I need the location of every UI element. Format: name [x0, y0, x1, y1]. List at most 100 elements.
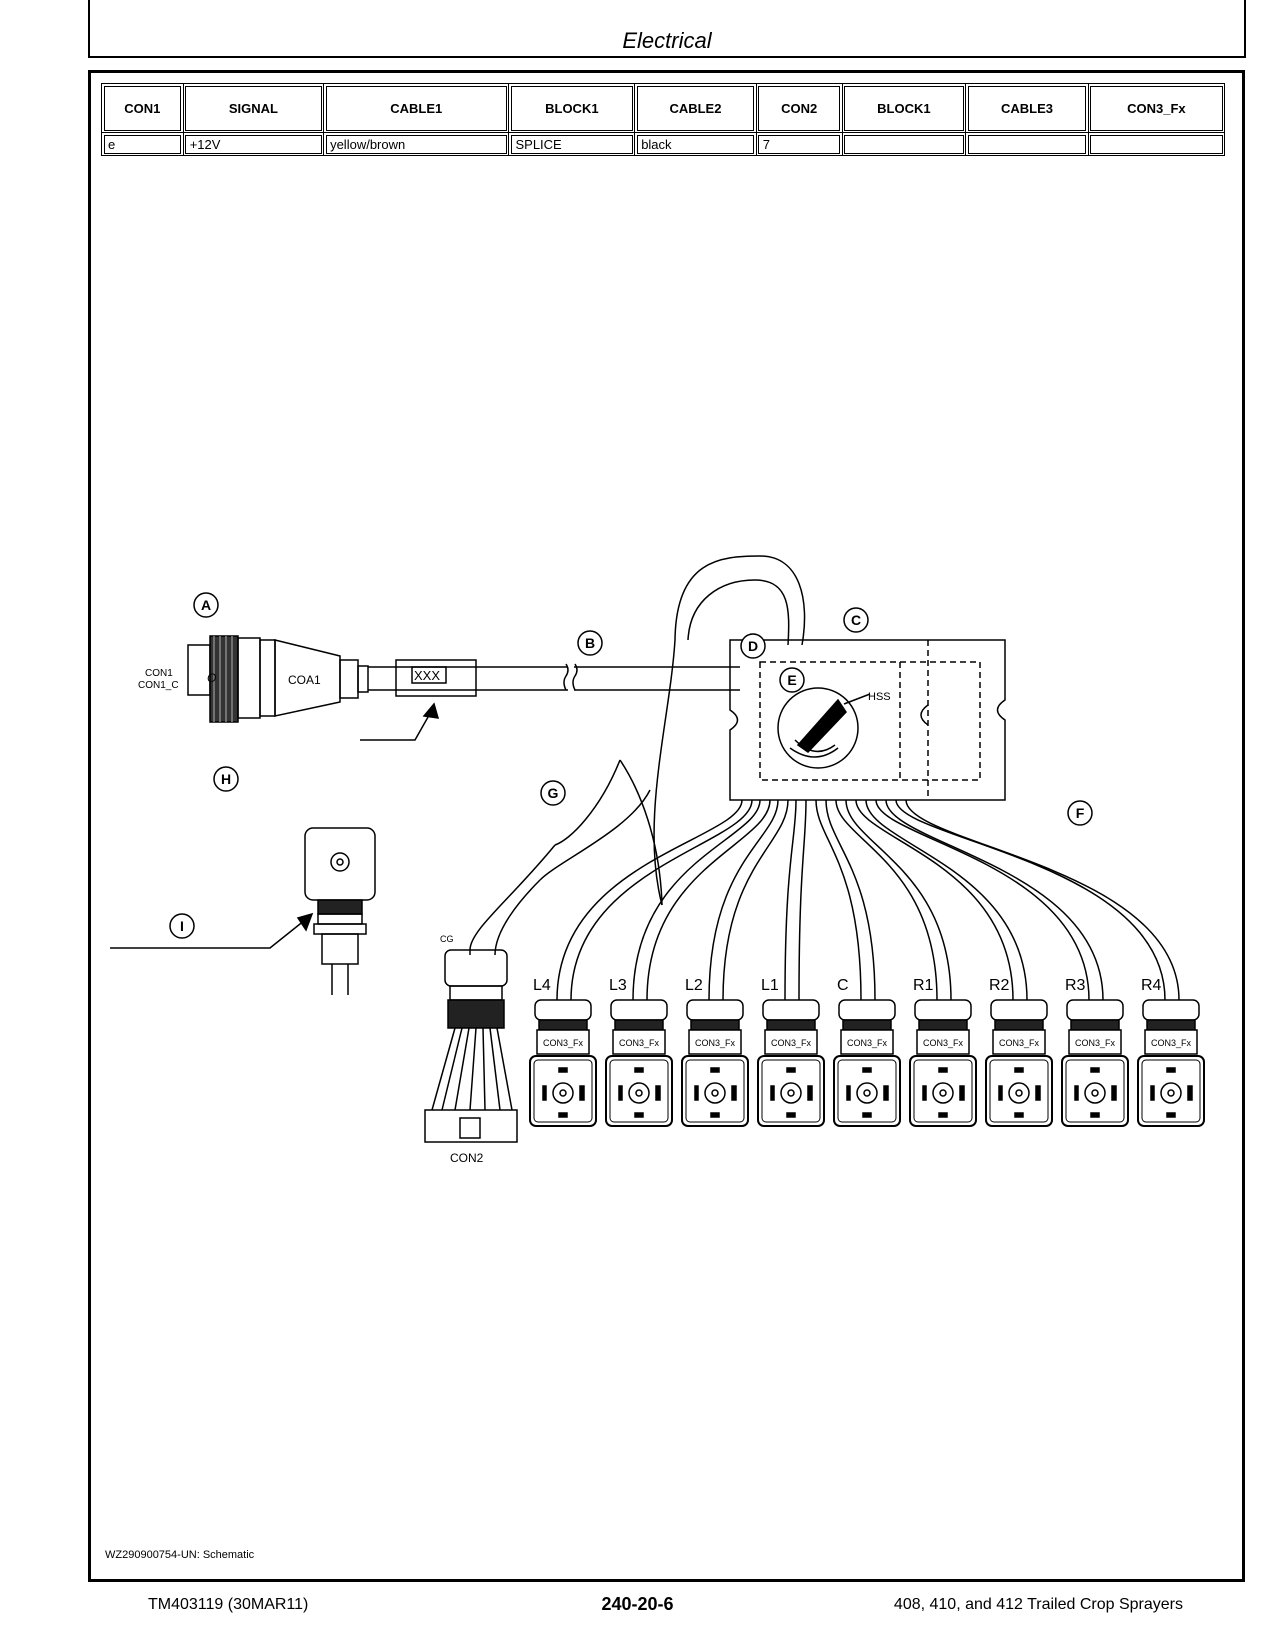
- outlet-plug-inner: [685, 1059, 745, 1123]
- outlet-thread: [1146, 1019, 1196, 1031]
- callout-i: I: [169, 913, 195, 939]
- outlet-label: R4: [1141, 977, 1162, 994]
- con3-label: CON3_Fx: [771, 1038, 812, 1048]
- outlet-nut: [1066, 999, 1124, 1021]
- outlet-pin-right: [655, 1085, 661, 1101]
- outlet-plug-inner: [1065, 1059, 1125, 1123]
- cg-label: CG: [440, 934, 454, 944]
- outlet-plug: [681, 1055, 749, 1127]
- page-header: Electrical: [88, 0, 1246, 58]
- outlet-cable: [825, 799, 876, 1001]
- outlet-pin-ring: [780, 1082, 802, 1104]
- outlet-cable: [646, 799, 771, 1001]
- outlet-cable: [865, 799, 1028, 1001]
- outlet-thread: [994, 1019, 1044, 1031]
- callout-f: F: [1067, 800, 1093, 826]
- outlet-cable: [784, 799, 797, 1001]
- outlet-plug: [985, 1055, 1053, 1127]
- con1-connector: [187, 635, 369, 723]
- outlet-label-plate: [536, 1029, 590, 1055]
- table-cell: [841, 132, 967, 156]
- outlet-pin: [1015, 1089, 1023, 1097]
- outlet-plug-inner: [913, 1059, 973, 1123]
- outlet-cable: [885, 799, 1104, 1001]
- detail-leader-line: [110, 919, 306, 949]
- main-cable: [368, 659, 740, 697]
- table-header-row: CON1 SIGNAL CABLE1 BLOCK1 CABLE2 CON2 BL…: [101, 83, 1226, 133]
- outlet-plug-inner: [837, 1059, 897, 1123]
- outlet-pin-left: [694, 1085, 699, 1101]
- callout-letter: G: [548, 785, 559, 801]
- callout-letter: D: [748, 638, 758, 654]
- outlet-pin-right: [579, 1085, 585, 1101]
- outlet-pin: [559, 1089, 567, 1097]
- outlet-pin: [863, 1089, 871, 1097]
- outlet-plug: [757, 1055, 825, 1127]
- outlet-nut: [1142, 999, 1200, 1021]
- outlet-label-plate: [840, 1029, 894, 1055]
- outlet-label-plate: [1144, 1029, 1198, 1055]
- outlet-cable: [875, 799, 1090, 1001]
- con2-connector: [424, 949, 518, 1143]
- outlet-group: CON3_FxL4CON3_FxL3CON3_FxL2CON3_FxL1CON3…: [529, 799, 1205, 1127]
- callout-e: E: [779, 667, 805, 693]
- outlet-plug: [605, 1055, 673, 1127]
- outlet-label: R3: [1065, 977, 1086, 994]
- outlet-r4: CON3_Fx R4: [895, 799, 1205, 1127]
- outlet-pin-left: [846, 1085, 851, 1101]
- outlet-cable: [895, 799, 1166, 1001]
- outlet-nut: [534, 999, 592, 1021]
- outlet-thread: [766, 1019, 816, 1031]
- tag-arrow: [422, 702, 440, 719]
- outlet-plug-inner: [533, 1059, 593, 1123]
- outlet-label: L2: [685, 977, 703, 994]
- outlet-plug-inner: [1141, 1059, 1201, 1123]
- outlet-cable: [708, 799, 779, 1001]
- outlet-nut: [838, 999, 896, 1021]
- outlet-pin-ring: [932, 1082, 954, 1104]
- footer-doc-id: TM403119 (30MAR11): [148, 1596, 309, 1613]
- col-header: CON3_Fx: [1087, 83, 1226, 133]
- outlet-cable: [845, 799, 952, 1001]
- callout-letter: B: [585, 635, 595, 651]
- loop-cable-inner: [687, 579, 790, 646]
- coa1-label: COA1: [288, 673, 321, 687]
- outlet-pin: [635, 1089, 643, 1097]
- outlet-pin: [1167, 1089, 1175, 1097]
- outlet-pin-top: [862, 1067, 872, 1073]
- outlet-thread: [538, 1019, 588, 1031]
- outlet-pin-top: [1090, 1067, 1100, 1073]
- outlet-cable: [815, 799, 862, 1001]
- tag-label: XXX: [414, 668, 440, 683]
- outlet-label: L4: [533, 977, 551, 994]
- outlet-plug-inner: [989, 1059, 1049, 1123]
- outlet-cable: [835, 799, 938, 1001]
- callout-letter: H: [221, 771, 231, 787]
- outlet-pin-ring: [856, 1082, 878, 1104]
- outlet-pin-ring: [628, 1082, 650, 1104]
- figure-caption: WZ290900754-UN: Schematic: [105, 1549, 255, 1561]
- outlet-thread: [1070, 1019, 1120, 1031]
- con2-label: CON2: [450, 1151, 484, 1165]
- outlet-pin-top: [1014, 1067, 1024, 1073]
- outlet-pin-right: [1111, 1085, 1117, 1101]
- loop-cable: [653, 555, 806, 906]
- footer-product: 408, 410, and 412 Trailed Crop Sprayers: [893, 1596, 1183, 1613]
- outlet-label: L3: [609, 977, 627, 994]
- outlet-label-plate: [916, 1029, 970, 1055]
- con3-label: CON3_Fx: [1151, 1038, 1192, 1048]
- outlet-pin-left: [618, 1085, 623, 1101]
- outlet-pin-bottom: [558, 1112, 568, 1118]
- outlet-plug-inner: [609, 1059, 669, 1123]
- outlet-pin-ring: [1084, 1082, 1106, 1104]
- callout-letter: E: [787, 672, 796, 688]
- outlet-pin-top: [634, 1067, 644, 1073]
- outlet-pin-bottom: [1090, 1112, 1100, 1118]
- detail-arrow: [296, 912, 314, 932]
- outlet-pin-top: [1166, 1067, 1176, 1073]
- table-cell: +12V: [182, 132, 325, 156]
- outlet-pin-top: [786, 1067, 796, 1073]
- outlet-pin: [939, 1089, 947, 1097]
